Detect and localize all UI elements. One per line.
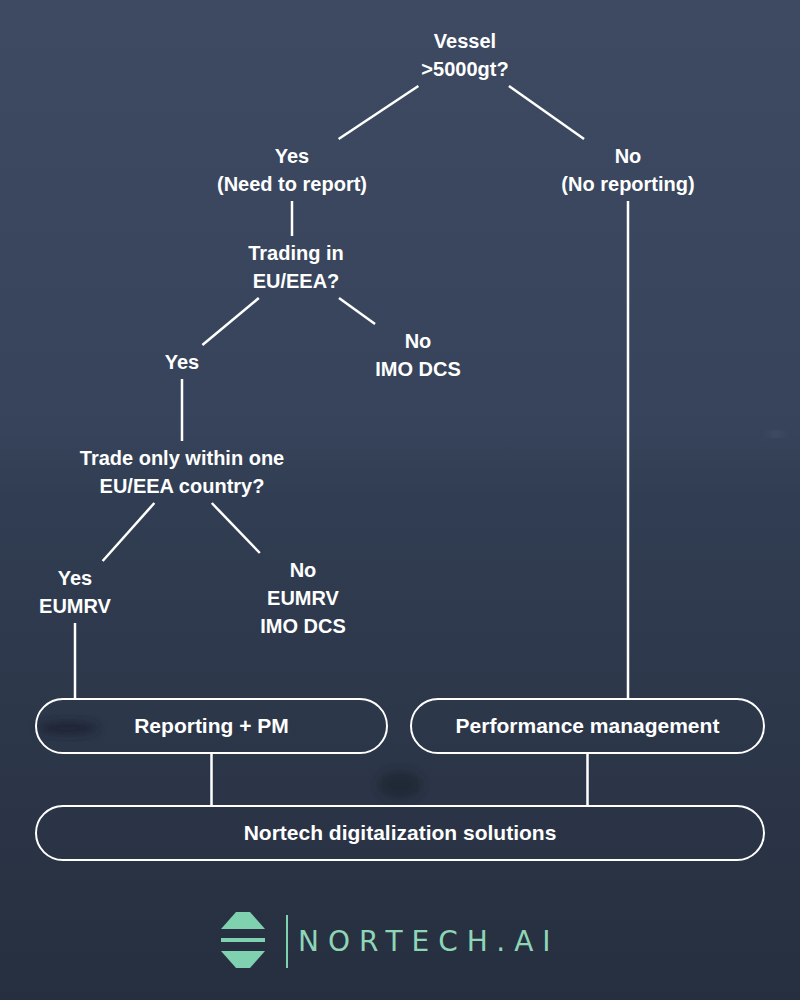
logo-chevron bbox=[221, 912, 265, 929]
box-label: Reporting + PM bbox=[134, 713, 289, 739]
decision-text: NoIMO DCS bbox=[363, 327, 473, 383]
flow-connector bbox=[586, 754, 589, 805]
flow-connector bbox=[627, 201, 630, 698]
box-label: Performance management bbox=[456, 713, 720, 739]
flow-connector bbox=[210, 754, 213, 805]
branch-text: Yes bbox=[192, 142, 392, 170]
box-label: Nortech digitalization solutions bbox=[244, 820, 557, 846]
decision-text: YesEUMRV bbox=[30, 564, 120, 620]
branch-text: No bbox=[538, 142, 718, 170]
branch-text: No bbox=[253, 556, 353, 584]
horizon-speck bbox=[768, 432, 784, 436]
flow-connector bbox=[291, 201, 294, 236]
logo-bar bbox=[221, 938, 265, 942]
flow-connector bbox=[74, 623, 77, 698]
logo-divider bbox=[286, 915, 288, 968]
process-box: Performance management bbox=[410, 698, 765, 754]
flow-connector bbox=[202, 298, 258, 345]
flow-connector bbox=[212, 503, 260, 553]
branch-text: IMO DCS bbox=[363, 355, 473, 383]
decision-text: Yes bbox=[152, 348, 212, 376]
ship-silhouette bbox=[378, 771, 422, 799]
branch-text: (Need to report) bbox=[192, 170, 392, 198]
ship-silhouette bbox=[38, 721, 98, 735]
branch-text: Trading in EU/EEA? bbox=[231, 239, 361, 295]
decision-text: Trading in EU/EEA? bbox=[231, 239, 361, 295]
decision-text: Vessel >5000gt? bbox=[405, 27, 525, 83]
branch-text: Vessel >5000gt? bbox=[405, 27, 525, 83]
branch-text: Trade only within one EU/EEA country? bbox=[62, 444, 302, 500]
decision-text: NoEUMRV IMO DCS bbox=[253, 556, 353, 640]
flow-connector bbox=[103, 503, 155, 561]
decision-text: Yes(Need to report) bbox=[192, 142, 392, 198]
branch-text: EUMRV IMO DCS bbox=[253, 584, 353, 640]
flow-connector bbox=[181, 379, 184, 441]
decision-text: Trade only within one EU/EEA country? bbox=[62, 444, 302, 500]
branch-text: Yes bbox=[152, 348, 212, 376]
branch-text: EUMRV bbox=[30, 592, 120, 620]
branch-text: Yes bbox=[30, 564, 120, 592]
decision-text: No(No reporting) bbox=[538, 142, 718, 198]
flow-connector bbox=[339, 86, 419, 139]
logo-wordmark: NORTECH.AI bbox=[298, 925, 560, 959]
logo-icon bbox=[221, 912, 265, 968]
flow-connector bbox=[339, 298, 375, 324]
branch-text: (No reporting) bbox=[538, 170, 718, 198]
branch-text: No bbox=[363, 327, 473, 355]
flow-connector bbox=[509, 86, 584, 139]
process-box: Nortech digitalization solutions bbox=[35, 805, 765, 861]
logo-chevron bbox=[221, 951, 265, 968]
process-box: Reporting + PM bbox=[35, 698, 388, 754]
